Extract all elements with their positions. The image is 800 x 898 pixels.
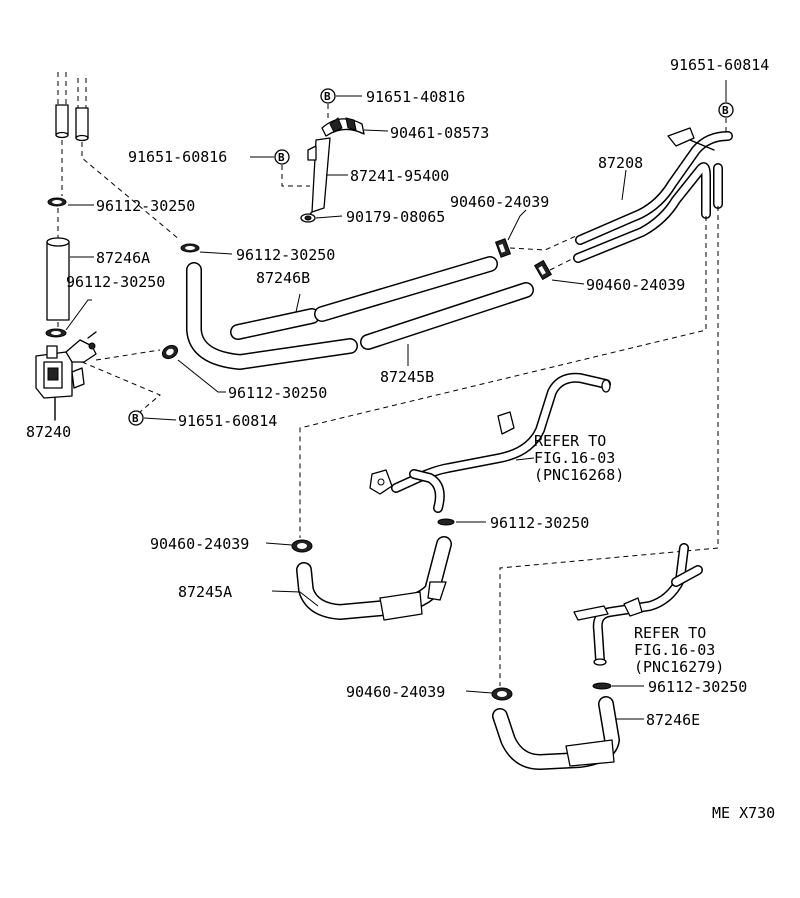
- clamp-90461-08573: [321, 117, 365, 137]
- svg-text:B: B: [722, 104, 729, 117]
- label-87245B: 87245B: [380, 368, 434, 386]
- label-96112-30250-d: 96112-30250: [228, 384, 327, 402]
- clip-96112-30250-a: [47, 197, 67, 207]
- bracket-87241-95400: [305, 137, 331, 219]
- label-91651-40816: 91651-40816: [366, 88, 465, 106]
- clip-90460-24039-d: [491, 687, 513, 701]
- label-96112-30250-b: 96112-30250: [66, 273, 165, 291]
- pipe-87208: [573, 127, 733, 263]
- label-96112-30250-f: 96112-30250: [648, 678, 747, 696]
- clip-96112-30250-e: [437, 518, 455, 526]
- label-90461-08573: 90461-08573: [390, 124, 489, 142]
- bolt-91651-40816: B: [320, 88, 336, 104]
- label-87240: 87240: [26, 423, 71, 441]
- clip-90460-24039-c: [291, 539, 313, 553]
- label-96112-30250-e: 96112-30250: [490, 514, 589, 532]
- heater-pipe-pnc16279: [573, 543, 703, 666]
- label-87245A: 87245A: [178, 583, 232, 601]
- heater-pipe-pnc16268: [369, 372, 611, 513]
- label-91651-60814-top: 91651-60814: [670, 56, 769, 74]
- svg-text:B: B: [324, 90, 331, 103]
- nut-90179-08065: [300, 213, 316, 223]
- refer-pnc16279-line2: FIG.16-03: [634, 641, 715, 659]
- hose-87245B: [186, 262, 534, 370]
- hose-87246E: [492, 696, 620, 770]
- clip-96112-30250-f: [592, 682, 612, 690]
- clip-96112-30250-d: [161, 344, 179, 360]
- label-87208: 87208: [598, 154, 643, 172]
- refer-pnc16279-line3: (PNC16279): [634, 658, 724, 676]
- clip-90460-24039-a: [494, 238, 512, 258]
- clip-96112-30250-c: [180, 243, 200, 253]
- label-91651-60816: 91651-60816: [128, 148, 227, 166]
- refer-pnc16279-line1: REFER TO: [634, 624, 706, 642]
- svg-text:B: B: [278, 151, 285, 164]
- label-90460-24039-a: 90460-24039: [450, 193, 549, 211]
- refer-pnc16268-line3: (PNC16268): [534, 466, 624, 484]
- label-96112-30250-a: 96112-30250: [96, 197, 195, 215]
- clip-90460-24039-b: [533, 259, 553, 281]
- label-90179-08065: 90179-08065: [346, 208, 445, 226]
- label-87246A: 87246A: [96, 249, 150, 267]
- bolt-91651-60814-top: B: [718, 102, 734, 118]
- label-90460-24039-d: 90460-24039: [346, 683, 445, 701]
- label-96112-30250-c: 96112-30250: [236, 246, 335, 264]
- water-valve-87240: [35, 331, 97, 421]
- label-87246B: 87246B: [256, 269, 310, 287]
- svg-text:B: B: [132, 412, 139, 425]
- hose-87246A: [46, 208, 70, 330]
- bolt-91651-60814-lower: B: [128, 410, 144, 426]
- refer-pnc16268-line1: REFER TO: [534, 432, 606, 450]
- hose-87245A: [296, 536, 452, 621]
- label-87246E: 87246E: [646, 711, 700, 729]
- figure-code: ME X730: [712, 804, 775, 822]
- label-90460-24039-c: 90460-24039: [150, 535, 249, 553]
- clip-96112-30250-b: [45, 328, 67, 338]
- engine-hose-stubs: [55, 72, 181, 241]
- label-91651-60814-lower: 91651-60814: [178, 412, 277, 430]
- refer-pnc16268-line2: FIG.16-03: [534, 449, 615, 467]
- label-90460-24039-b: 90460-24039: [586, 276, 685, 294]
- bolt-91651-60816: B: [274, 149, 290, 165]
- label-87241-95400: 87241-95400: [350, 167, 449, 185]
- hose-87246B: [230, 256, 498, 340]
